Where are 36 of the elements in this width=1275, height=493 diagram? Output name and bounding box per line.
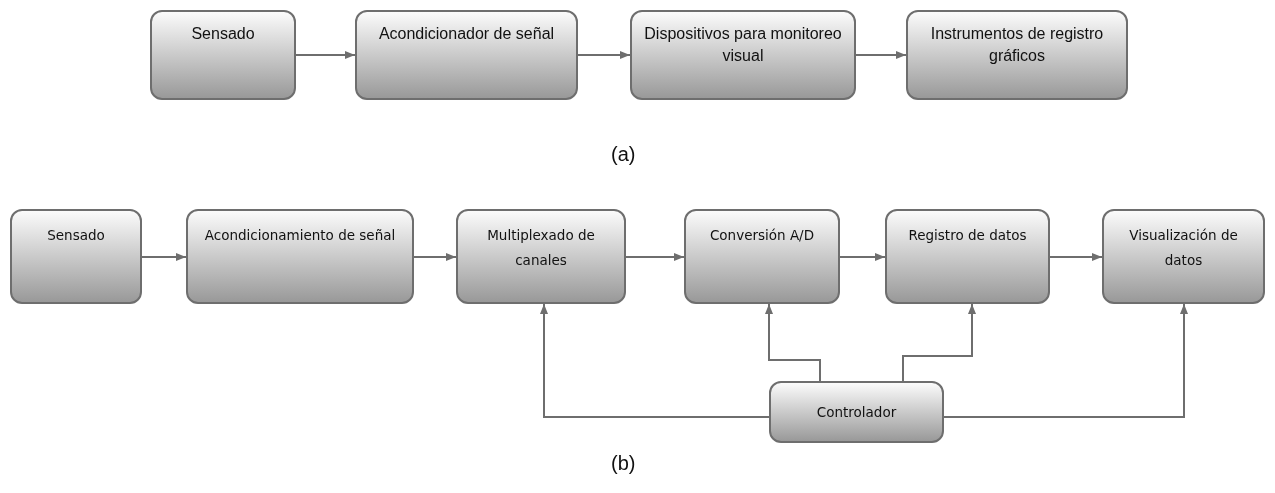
process-box	[906, 10, 1128, 100]
process-box	[630, 10, 856, 100]
arrow	[625, 253, 685, 261]
box-label: Dispositivos para monitoreo visual	[643, 24, 843, 66]
process-box	[1102, 209, 1265, 304]
box-label: Conversión A/D	[708, 226, 816, 245]
process-box	[885, 209, 1050, 304]
arrow	[540, 303, 770, 418]
panel-caption: (b)	[611, 452, 636, 475]
panel-caption: (a)	[611, 143, 636, 166]
box-label: Instrumentos de registro gráficos	[929, 24, 1105, 66]
process-box	[769, 381, 944, 443]
box-label: Registro de datos	[907, 226, 1028, 245]
process-box	[355, 10, 578, 100]
box-label: Visualización de datos	[1128, 226, 1239, 270]
box-label: Sensado	[190, 24, 256, 44]
arrow	[902, 303, 976, 382]
arrow	[295, 51, 356, 59]
process-box	[456, 209, 626, 304]
process-box	[150, 10, 296, 100]
box-label: Controlador	[815, 403, 898, 422]
arrow	[943, 303, 1188, 418]
arrow	[855, 51, 907, 59]
arrow	[839, 253, 886, 261]
arrow	[413, 253, 457, 261]
arrow	[1049, 253, 1103, 261]
box-label: Multiplexado de canales	[486, 226, 596, 270]
process-box	[10, 209, 142, 304]
box-label: Acondicionamiento de señal	[203, 226, 397, 245]
arrow	[765, 303, 821, 382]
process-box	[186, 209, 414, 304]
box-label: Acondicionador de señal	[377, 24, 556, 44]
box-label: Sensado	[46, 226, 106, 245]
process-box	[684, 209, 840, 304]
arrow	[141, 253, 187, 261]
arrow	[577, 51, 631, 59]
